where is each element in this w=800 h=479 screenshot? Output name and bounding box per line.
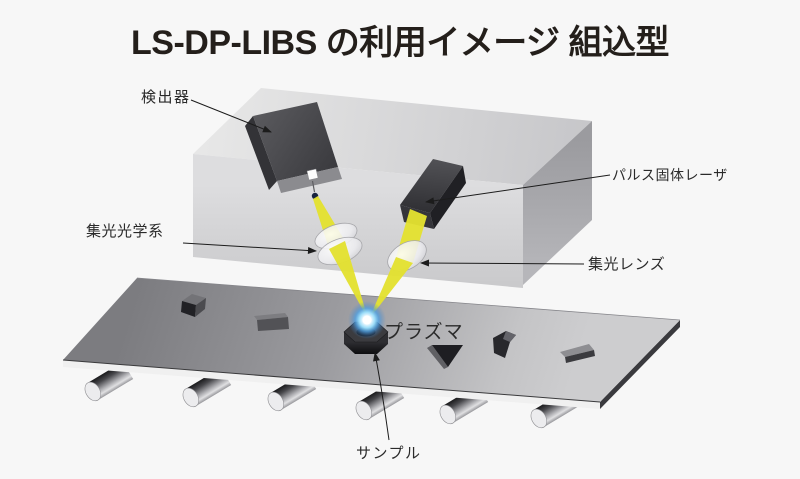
page-title: LS-DP-LIBS の利用イメージ 組込型	[131, 24, 669, 62]
roller-end-cap	[355, 400, 373, 421]
detector-label: 検出器	[141, 89, 191, 106]
plasma-glow	[348, 301, 386, 339]
collection-optics-label: 集光光学系	[86, 223, 164, 240]
wedge-front	[565, 350, 595, 363]
enclosure-right-face	[523, 121, 592, 285]
detector-side-face	[245, 116, 277, 190]
sample-label: サンプル	[356, 445, 422, 462]
excitation-beam-lower	[369, 257, 413, 319]
roller-end-cap	[84, 381, 102, 402]
focusing-lens-label: 集光レンズ	[588, 256, 665, 273]
sample-wedge-piece	[560, 344, 595, 363]
roller-end-cap	[530, 408, 548, 429]
roller-end-cap	[182, 387, 200, 408]
wedge-top	[560, 344, 594, 357]
detector-top-face	[253, 102, 338, 181]
pulse-laser-label: パルス固体レーザ	[612, 167, 728, 183]
sample-leader-arrow	[373, 352, 390, 441]
roller-end-cap	[267, 391, 285, 412]
focusing-lens-leader-arrow	[420, 259, 585, 267]
plate-front-edge	[63, 360, 600, 409]
plate-right-edge	[600, 320, 680, 409]
beam-lower-segments	[329, 241, 413, 319]
bracket-side	[195, 298, 206, 317]
sample-bracket-piece	[181, 294, 206, 317]
hex-nut-sides	[344, 332, 388, 354]
detector-aperture-port	[306, 168, 319, 181]
bracket-top	[182, 294, 206, 305]
detector-stem-line	[311, 180, 316, 193]
bracket-front	[181, 301, 196, 317]
plasma-label: プラズマ	[384, 321, 464, 343]
sample-curved-piece	[493, 331, 516, 358]
triangle-face	[432, 345, 463, 367]
sample-flat-plate-piece	[254, 313, 289, 331]
roller-end-cap	[439, 404, 457, 425]
annotations: 検出器 集光光学系 パルス固体レーザ 集光レンズ プラズマ サンプル	[86, 89, 728, 462]
detector-unit	[245, 102, 342, 200]
flat-plate-top	[254, 313, 288, 320]
detection-beam-lower	[329, 241, 368, 319]
flat-plate-front	[257, 317, 289, 331]
sample-objects	[181, 294, 595, 369]
collection-optics-leader-arrow	[182, 242, 317, 255]
laser-top-face	[400, 159, 463, 213]
laser-right-face	[430, 166, 466, 229]
triangle-edge	[427, 345, 448, 369]
curved-highlight	[503, 331, 516, 342]
sample-triangle-piece	[427, 345, 463, 369]
pulse-laser-leader-arrow	[425, 174, 611, 205]
plate-back-edge-line	[136, 277, 681, 321]
plate-front-arris-line	[62, 359, 601, 403]
detector-leader-arrow	[190, 99, 272, 133]
plasma-core	[362, 315, 372, 325]
